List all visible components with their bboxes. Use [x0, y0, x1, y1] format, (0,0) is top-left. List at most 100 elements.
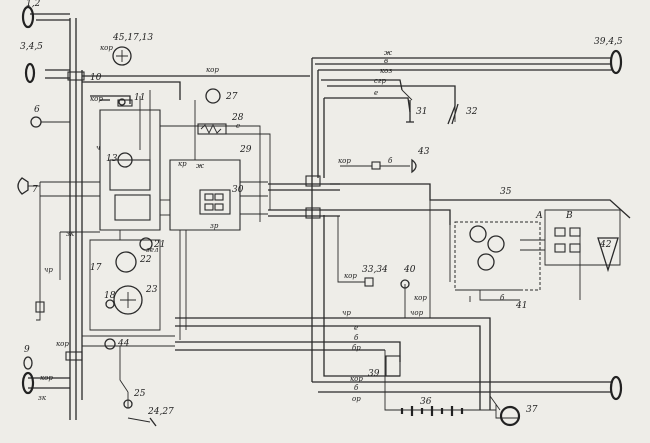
- left-mid-lamp-icon: [24, 62, 36, 84]
- meter-13-icon: [117, 152, 133, 168]
- label-37: 37: [526, 405, 538, 415]
- right-top-headlamp-icon: [609, 49, 623, 75]
- label-36: 36: [420, 397, 432, 407]
- label-7: 7: [32, 185, 38, 195]
- left-top-headlamp-icon: [21, 5, 35, 29]
- wire-label-kor-43: кор: [338, 157, 351, 165]
- lamp-6-icon: [30, 116, 42, 128]
- wire-label-v-top: в: [384, 57, 388, 65]
- switch-31-icon: [406, 100, 414, 123]
- label-9: 9: [24, 345, 30, 355]
- label-30: 30: [232, 185, 244, 195]
- label-41: 41: [515, 301, 527, 311]
- wire-label-kor-mid-left: кор: [56, 340, 69, 348]
- wire-label-zh-mid: ж: [196, 162, 204, 170]
- relay-39-icon: [385, 355, 401, 377]
- terminal-a: А: [535, 211, 543, 221]
- label-18: 18: [104, 291, 116, 301]
- sender-24-icon: [149, 417, 157, 427]
- component-symbols: [17, 46, 521, 427]
- switch-21-icon: [139, 237, 153, 251]
- wire-color-labels: кор кор кор ж в коз сгр е кор б кор чр ч…: [38, 44, 427, 403]
- wire-label-kor-39: кор: [350, 375, 363, 383]
- wire-label-kor-left-bottom: кор: [40, 374, 53, 382]
- label-10: 10: [90, 73, 102, 83]
- fuse-11-icon: [118, 98, 126, 106]
- main-harness: [28, 13, 631, 423]
- wire-label-koz-top: коз: [380, 67, 392, 75]
- wire-label-zel: зел: [146, 246, 158, 254]
- ground-block-icon: [35, 301, 45, 313]
- wire-label-chr-left: чр: [44, 266, 53, 274]
- right-bottom-headlamp-icon: [609, 375, 623, 401]
- wire-label-b-bottom: б: [354, 334, 359, 342]
- wire-label-or-bottom: ор: [352, 395, 361, 403]
- headlamps: [21, 5, 623, 401]
- label-39-4-5: 39,4,5: [594, 37, 623, 47]
- label-32: 32: [466, 107, 478, 117]
- wire-label-e-bottom: е: [354, 324, 358, 332]
- wire-label-kr: кр: [178, 160, 187, 168]
- wire-label-zk-mid: зк: [66, 230, 75, 238]
- gauge-22-icon: [115, 251, 137, 273]
- connector-blocks: [65, 71, 321, 361]
- gauge-27-icon: [205, 88, 221, 104]
- wire-label-kor-top: кор: [100, 44, 113, 52]
- label-33-34: 33,34: [362, 265, 388, 275]
- resistor-28-icon: [197, 123, 227, 135]
- label-40: 40: [403, 265, 416, 275]
- wire-label-zr: зр: [210, 222, 219, 230]
- wire-label-zh-top: ж: [384, 49, 392, 57]
- wire-label-br: бр: [352, 344, 361, 352]
- label-44: 44: [117, 339, 130, 349]
- label-39: 39: [368, 369, 380, 379]
- wire-label-kor-left: кор: [90, 95, 103, 103]
- label-21: 21: [153, 240, 165, 250]
- label-45-17-13: 45,17,13: [112, 33, 153, 43]
- label-42: 42: [599, 240, 612, 250]
- left-bottom-headlamp-icon: [21, 371, 35, 395]
- wire-label-kor-33: кор: [344, 272, 357, 280]
- label-3-4-5: 3,4,5: [20, 42, 43, 52]
- wire-label-kor-harness: кор: [206, 66, 219, 74]
- label-11: 11: [134, 93, 145, 103]
- switch-25-icon: [123, 399, 133, 409]
- lamp-33-icon: [364, 277, 374, 287]
- label-31: 31: [416, 107, 427, 117]
- label-28: 28: [231, 113, 244, 123]
- label-1-2: 1,2: [26, 0, 41, 9]
- label-35: 35: [500, 187, 512, 197]
- wire-label-zk-left-bottom: зк: [38, 394, 47, 402]
- battery-36-icon: [400, 406, 464, 416]
- lamp-40-icon: [400, 279, 410, 289]
- label-27: 27: [225, 92, 238, 102]
- wire-label-b-43: б: [388, 157, 393, 165]
- terminal-b: В: [565, 211, 573, 221]
- sender-32-icon: [447, 103, 459, 125]
- label-29: 29: [239, 145, 252, 155]
- speedometer-23-icon: [113, 285, 143, 315]
- wire-label-e-28: е: [236, 122, 240, 130]
- wire-label-sgr: сгр: [374, 77, 386, 85]
- regulator-35-block: [454, 209, 621, 302]
- label-22: 22: [139, 255, 152, 265]
- label-25: 25: [133, 389, 146, 399]
- label-13: 13: [106, 154, 118, 164]
- wire-label-chor: чор: [410, 309, 424, 317]
- wire-label-ch: ч: [96, 144, 100, 152]
- horn-7-icon: [17, 177, 29, 195]
- lamp-9-icon: [23, 356, 33, 370]
- wire-label-e-top: е: [374, 89, 378, 97]
- lamp-44-icon: [104, 338, 116, 350]
- terminal-b-lower: б: [500, 294, 505, 302]
- instrument-45-icon: [112, 46, 132, 66]
- label-24-27: 24,27: [147, 407, 174, 417]
- label-17: 17: [90, 263, 102, 273]
- label-23: 23: [145, 285, 158, 295]
- component-labels: 1,2 3,4,5 45,17,13 10 11 6 27 28 29 7 13…: [20, 0, 623, 417]
- wire-label-b-39: б: [354, 384, 359, 392]
- starter-37-icon: [499, 405, 521, 427]
- label-43: 43: [417, 147, 430, 157]
